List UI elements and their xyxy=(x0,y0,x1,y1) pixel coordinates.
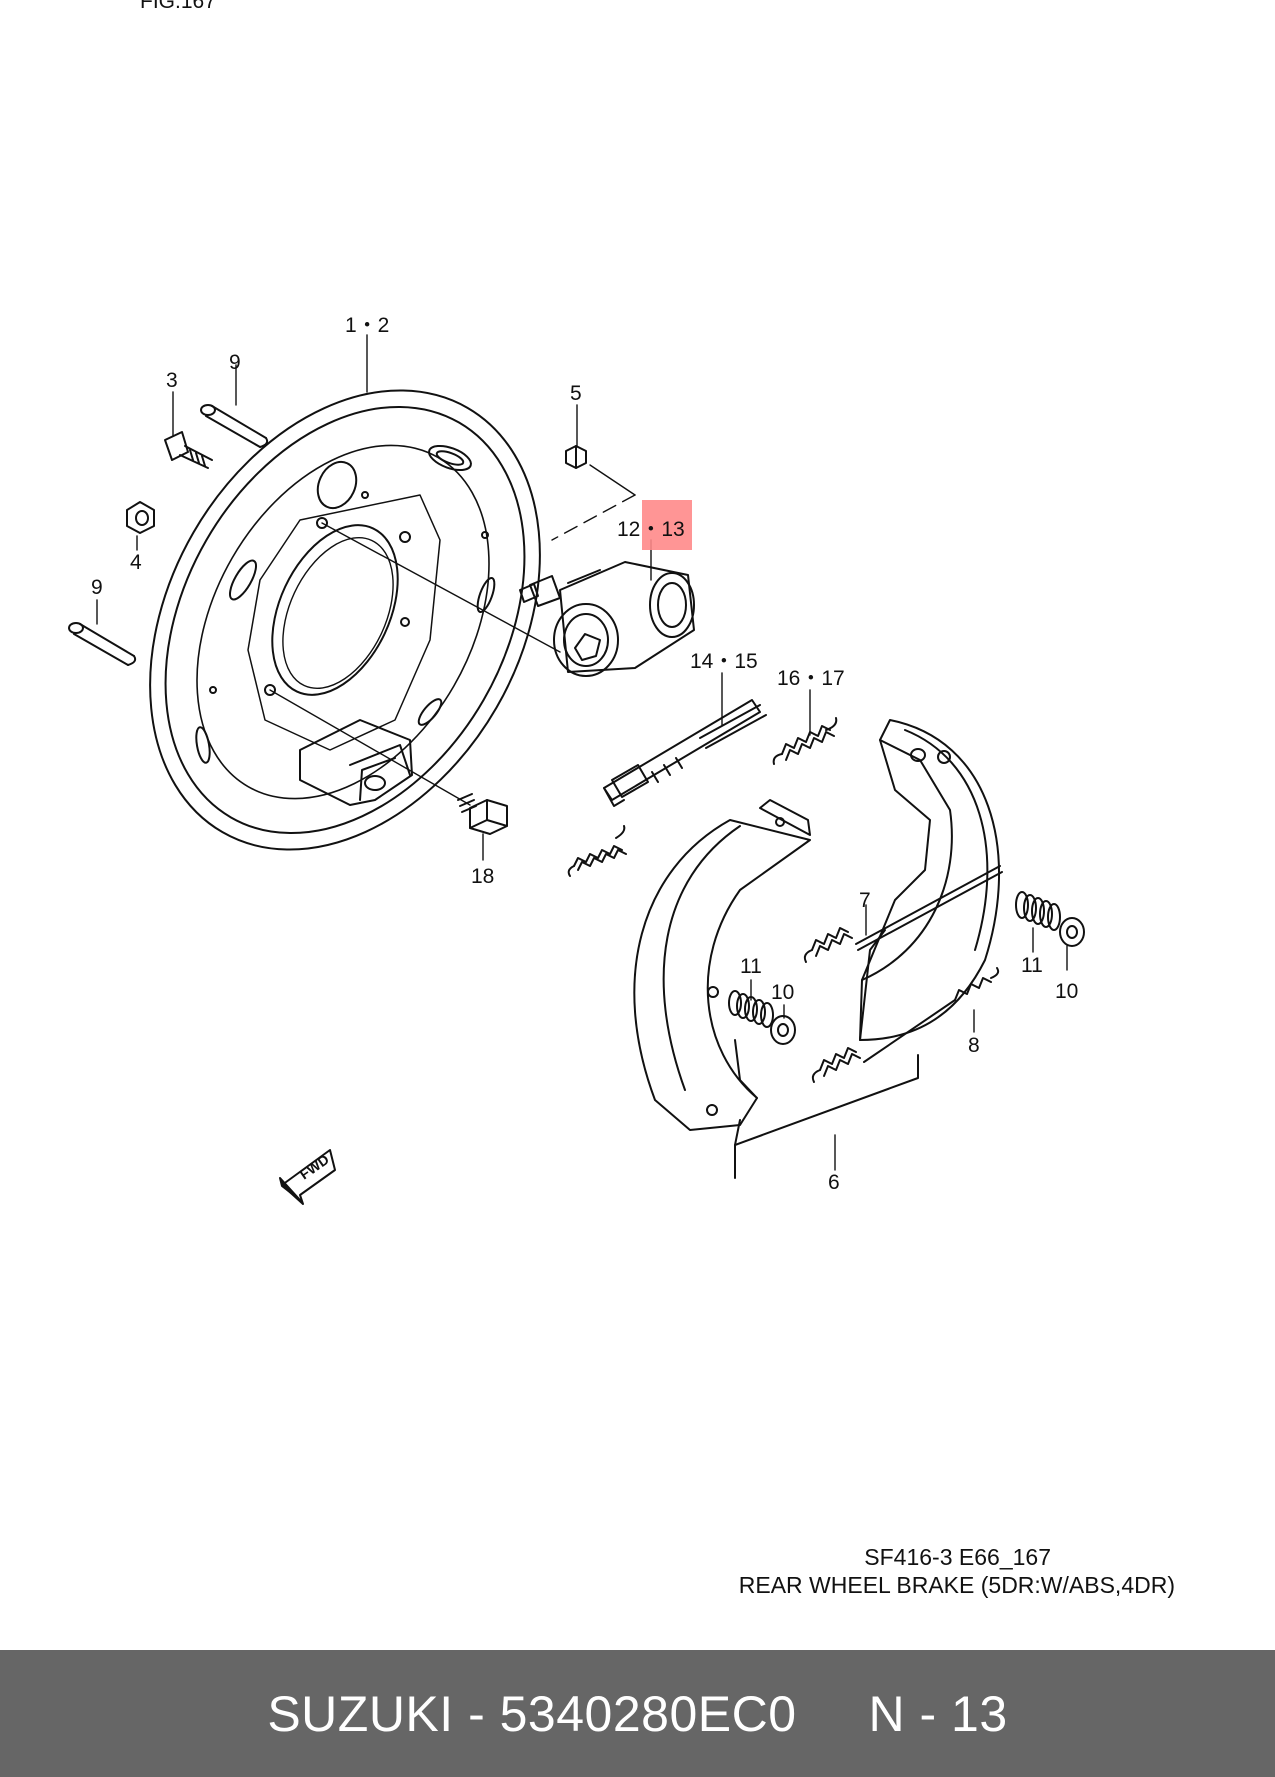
figure-title-fragment: FIG.167 xyxy=(140,0,216,13)
callout-18: 18 xyxy=(471,865,494,888)
bolt-18-icon xyxy=(457,793,508,835)
brake-shoe-right xyxy=(859,719,1001,1041)
shoe-bracket-line xyxy=(734,1054,919,1179)
callout-6: 6 xyxy=(828,1171,840,1194)
callout-10-left: 10 xyxy=(771,981,794,1004)
callout-4: 4 xyxy=(130,551,142,574)
callout-11-left: 11 xyxy=(740,955,762,978)
spring-14-icon xyxy=(567,825,627,877)
callout-5: 5 xyxy=(570,382,582,405)
screw-9-upper-icon xyxy=(200,404,269,448)
cup-10-right-icon xyxy=(1059,917,1085,947)
spring-16-17-icon xyxy=(772,717,838,765)
callout-12-13: 12・13 xyxy=(617,518,685,541)
diagram-title: REAR WHEEL BRAKE (5DR:W/ABS,4DR) xyxy=(738,1572,1175,1598)
diagram-code: SF416-3 E66_167 xyxy=(864,1544,1051,1570)
adjuster-strut xyxy=(603,699,767,807)
callout-9-lower: 9 xyxy=(91,576,103,599)
callout-11-right: 11 xyxy=(1021,954,1043,977)
brake-shoe-left xyxy=(633,799,811,1131)
bolt-3-icon xyxy=(164,431,213,469)
spring-8-icon xyxy=(811,967,1000,1083)
callout-8: 8 xyxy=(968,1034,980,1057)
bleeder-cap-5-icon xyxy=(565,445,587,469)
hold-down-spring-11-left-icon xyxy=(728,990,774,1028)
callout-3: 3 xyxy=(166,369,178,392)
exploded-view-svg: FIG.167 xyxy=(68,0,1085,1205)
callout-14-15: 14・15 xyxy=(690,650,758,673)
footer-bar: SUZUKI - 5340280EC0 N - 13 xyxy=(0,1650,1275,1777)
cup-10-left-icon xyxy=(770,1015,796,1045)
callout-9-upper: 9 xyxy=(229,351,241,374)
callout-16-17: 16・17 xyxy=(777,667,845,690)
backing-plate xyxy=(149,389,541,851)
callout-10-right: 10 xyxy=(1055,980,1078,1003)
fwd-arrow-icon: FWD xyxy=(279,1149,336,1205)
spring-7-icon xyxy=(803,865,1003,963)
callout-1-2: 1・2 xyxy=(345,314,389,337)
parts-diagram: FIG.167 xyxy=(68,0,1175,1598)
wheel-cylinder xyxy=(519,561,695,677)
part-number-footer: SUZUKI - 5340280EC0 N - 13 xyxy=(267,1685,1008,1742)
hold-down-spring-11-right-icon xyxy=(1015,891,1061,931)
callout-7: 7 xyxy=(859,889,871,912)
nut-4-icon xyxy=(126,501,155,534)
highlighted-part-marker xyxy=(642,500,692,550)
screw-9-lower-icon xyxy=(68,622,137,666)
